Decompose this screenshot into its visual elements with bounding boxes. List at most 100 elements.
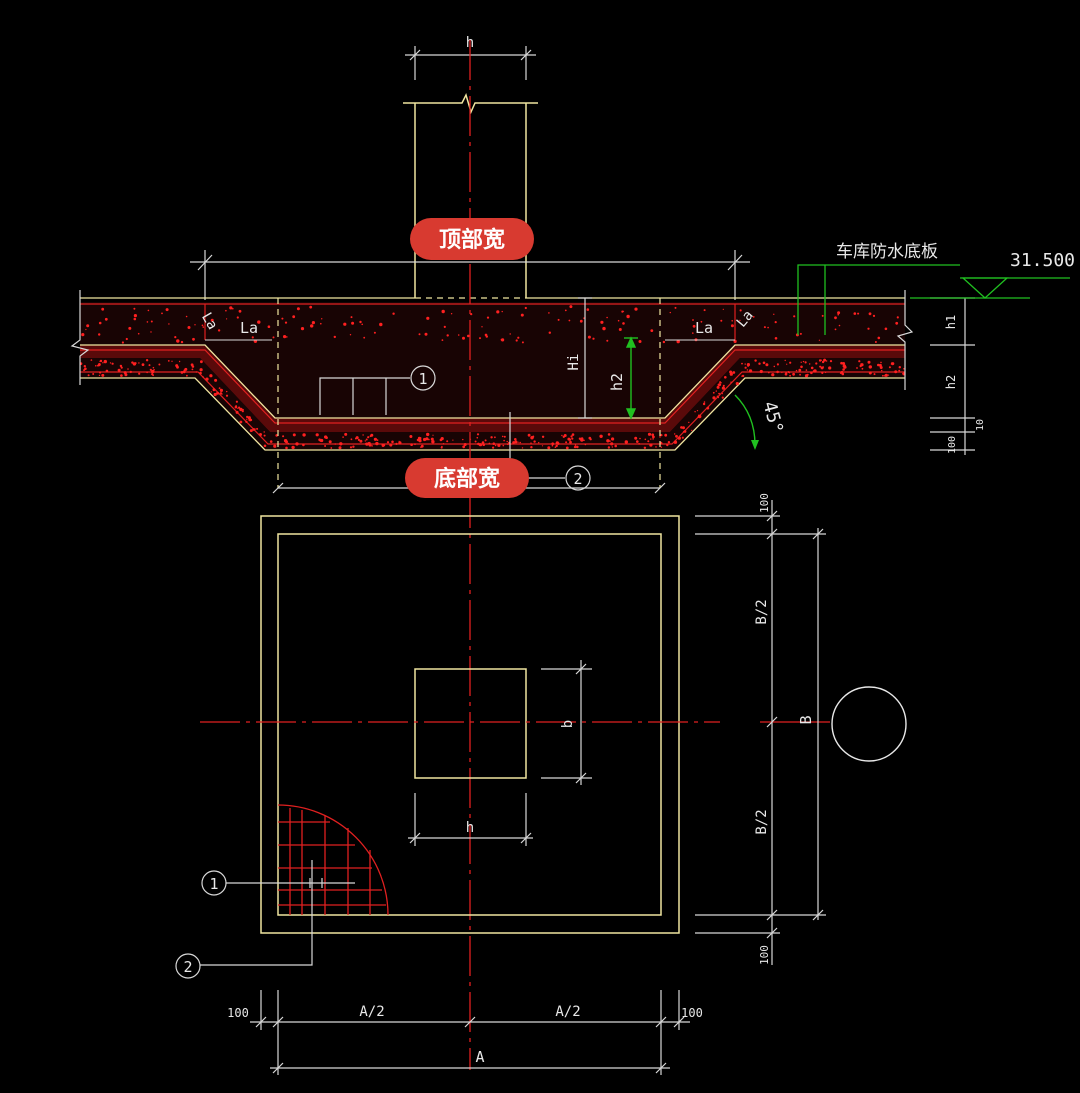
concrete-dot xyxy=(153,369,155,371)
concrete-dot xyxy=(98,374,101,377)
concrete-dot xyxy=(249,429,253,433)
concrete-dot xyxy=(571,437,574,440)
rebar-callout-section-1 xyxy=(319,365,436,415)
concrete-dot xyxy=(698,414,700,417)
concrete-dot xyxy=(212,388,216,392)
concrete-dot xyxy=(800,361,802,363)
concrete-dot xyxy=(834,328,837,331)
concrete-dot xyxy=(219,388,223,392)
concrete-dot xyxy=(190,363,194,367)
concrete-dot xyxy=(586,308,590,311)
concrete-dot xyxy=(286,336,288,338)
concrete-dot xyxy=(815,362,818,365)
concrete-dot xyxy=(650,438,652,440)
concrete-dot xyxy=(600,320,604,324)
concrete-dot xyxy=(837,311,841,315)
concrete-dot xyxy=(507,443,509,446)
concrete-dot xyxy=(611,437,615,441)
concrete-dot xyxy=(363,336,366,339)
column-h-label: h xyxy=(466,820,474,836)
inner-outline xyxy=(277,533,662,916)
concrete-dot xyxy=(706,406,710,410)
concrete-dot xyxy=(344,432,348,436)
concrete-dot xyxy=(867,360,871,364)
concrete-dot xyxy=(824,371,827,374)
concrete-dot xyxy=(527,433,531,437)
concrete-dot xyxy=(101,307,105,311)
concrete-dot xyxy=(692,332,694,334)
right-vertical-dimensions xyxy=(930,297,975,455)
elevation-label: 31.500 xyxy=(1010,250,1075,271)
concrete-dot xyxy=(821,371,824,374)
rebar-grid xyxy=(277,804,389,916)
concrete-dot xyxy=(675,434,678,438)
concrete-dot xyxy=(571,433,575,436)
concrete-dot xyxy=(291,445,295,450)
concrete-dot xyxy=(85,328,87,331)
concrete-dot xyxy=(722,384,725,387)
concrete-dot xyxy=(776,363,780,366)
concrete-dot xyxy=(149,368,152,371)
concrete-dot xyxy=(410,443,413,447)
concrete-dot xyxy=(739,309,742,312)
concrete-dot xyxy=(606,339,609,342)
concrete-dot xyxy=(186,374,188,377)
concrete-dot xyxy=(99,360,101,362)
concrete-dot xyxy=(182,370,186,374)
concrete-dot xyxy=(674,306,677,309)
dim-a-half-right-label: A/2 xyxy=(555,1004,580,1020)
concrete-dot xyxy=(810,371,813,375)
concrete-dot xyxy=(320,322,322,325)
concrete-dot xyxy=(450,313,453,315)
concrete-dot xyxy=(92,373,95,375)
concrete-dot xyxy=(476,433,480,436)
concrete-dot xyxy=(806,373,809,376)
concrete-dot xyxy=(592,337,595,340)
concrete-dot xyxy=(192,337,195,341)
concrete-dot xyxy=(618,328,622,331)
concrete-dot xyxy=(292,433,296,437)
concrete-dot xyxy=(519,441,521,444)
concrete-dot xyxy=(765,363,769,367)
concrete-dot xyxy=(123,371,127,375)
concrete-dot xyxy=(81,333,85,337)
concrete-dot xyxy=(398,441,402,445)
concrete-dot xyxy=(474,440,477,443)
concrete-dot xyxy=(884,327,888,331)
concrete-dot xyxy=(237,407,239,409)
concrete-dot xyxy=(789,361,792,364)
concrete-dot xyxy=(712,391,715,394)
concrete-dot xyxy=(200,360,203,364)
concrete-dot xyxy=(538,442,540,444)
concrete-dot xyxy=(868,312,872,316)
concrete-dot xyxy=(524,306,527,310)
concrete-dot xyxy=(292,315,296,319)
concrete-dot xyxy=(702,402,706,406)
concrete-dot xyxy=(133,317,137,321)
plan-view: b h xyxy=(175,493,907,1075)
concrete-dot xyxy=(267,325,271,329)
concrete-dot xyxy=(696,410,699,412)
concrete-dot xyxy=(662,340,666,344)
concrete-dot xyxy=(819,365,822,368)
concrete-dot xyxy=(576,445,579,449)
concrete-dot xyxy=(470,313,473,316)
concrete-dot xyxy=(565,446,569,450)
concrete-dot xyxy=(252,428,256,431)
concrete-dot xyxy=(365,438,368,441)
concrete-dot xyxy=(259,433,262,436)
concrete-dot xyxy=(199,368,203,372)
concrete-dot xyxy=(610,442,614,446)
concrete-dot xyxy=(500,338,503,341)
concrete-dot xyxy=(296,307,300,311)
concrete-dot xyxy=(241,410,244,413)
concrete-dot xyxy=(310,324,314,328)
concrete-dot xyxy=(121,341,124,344)
concrete-dot xyxy=(392,312,395,315)
concrete-dot xyxy=(357,438,360,441)
concrete-dot xyxy=(515,339,518,342)
concrete-dot xyxy=(589,438,592,441)
dim-100-top-label: 100 xyxy=(758,493,771,513)
concrete-dot xyxy=(607,446,611,449)
angle-arrow xyxy=(751,440,759,450)
